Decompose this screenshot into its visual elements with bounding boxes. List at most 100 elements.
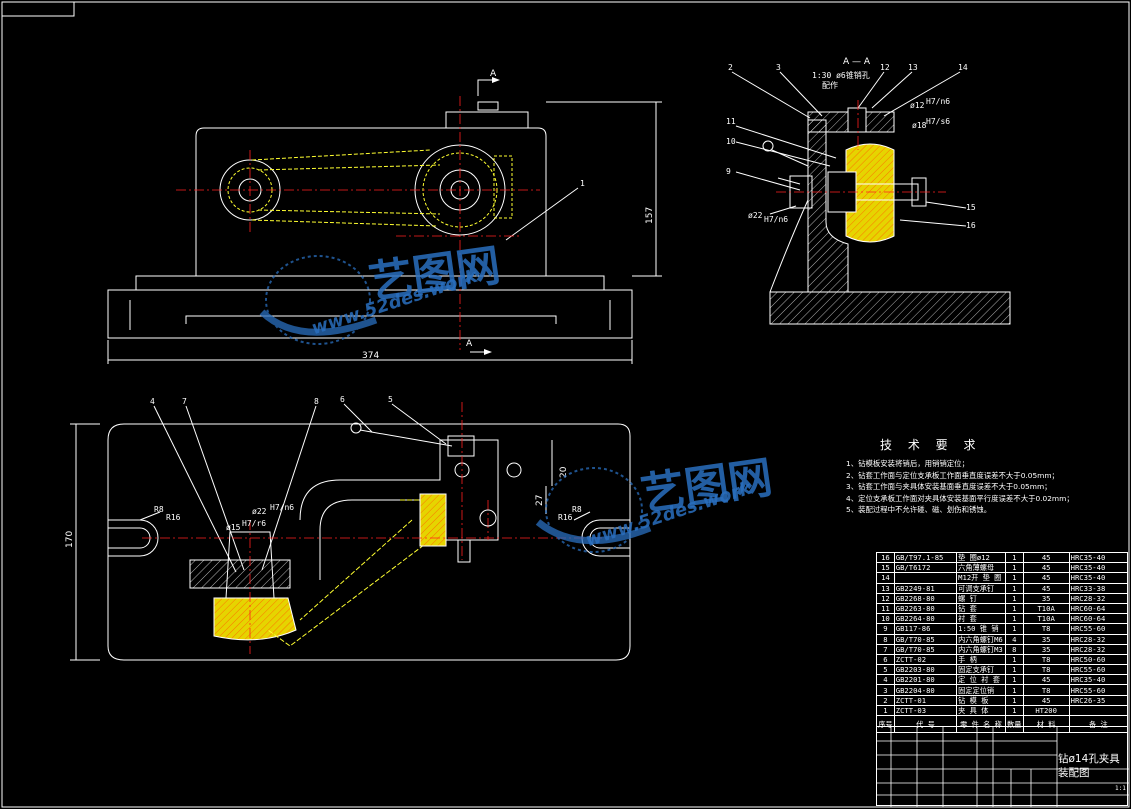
bom-cell-name: 钻 模 板	[956, 694, 1006, 706]
bom-cell-mat: T8	[1022, 623, 1070, 635]
sheet-corner-tab	[1, 1, 75, 17]
balloon-9: 9	[726, 167, 731, 176]
bom-cell-mat: 45	[1022, 551, 1070, 564]
bom-cell-code: GB2204-80	[893, 684, 958, 696]
bom-cell-rem: HRC35-40	[1068, 674, 1129, 686]
section-view-centerlines	[776, 100, 946, 193]
bom-cell-rem: HRC26-35	[1068, 694, 1129, 706]
sheet-scale: 1:1	[1115, 785, 1126, 792]
bom-cell-code: GB117-86	[893, 623, 958, 635]
dim-20: 20	[559, 466, 569, 478]
bom-cell-rem: HRC55-60	[1068, 623, 1129, 635]
bom-cell-code: GB2203-80	[893, 664, 958, 676]
section-note-line1: 1:30 ø6锥销孔	[812, 70, 870, 80]
dim-width-front: 374	[362, 351, 379, 361]
bom-cell-qty: 1	[1004, 653, 1024, 666]
bom-cell-name: 固定定位销	[956, 684, 1006, 696]
section-title: A — A	[843, 57, 871, 67]
bom-cell-no: 2	[876, 694, 895, 706]
bom-cell-code: ZCTT-02	[893, 653, 958, 666]
bom-cell-no: 6	[876, 653, 895, 666]
plan-view-hole	[479, 509, 497, 527]
bom-cell-code: ZCTT-01	[893, 694, 958, 706]
bom-cell-code: GB/T97.1-85	[893, 551, 958, 564]
bom-cell-name: 1:50 锥 销	[956, 623, 1006, 635]
dim-phi12-fit: H7/n6	[926, 97, 950, 106]
bom-cell-qty: 1	[1004, 623, 1024, 635]
bom-cell-rem: HRC60-64	[1068, 602, 1129, 615]
bom-cell-name: M12开 垫 圈	[956, 572, 1006, 584]
front-view	[107, 79, 662, 364]
balloon-1: 1	[580, 179, 585, 188]
tech-requirement-item: 2、钻套工作面与定位支承板工作面垂直度误差不大于0.05mm；	[846, 470, 1059, 480]
bom-cell-qty: 1	[1004, 582, 1024, 594]
bom-cell-name: 钻 套	[956, 602, 1006, 615]
bom-cell-rem: HRC35-40	[1068, 551, 1129, 564]
bom-cell-qty: 1	[1004, 572, 1024, 584]
bom-cell-mat: 35	[1022, 643, 1070, 655]
dim-height-plan: 170	[65, 531, 75, 548]
bom-cell-no: 11	[876, 602, 895, 615]
dim-phi18-fit: H7/s6	[926, 117, 950, 126]
dim-phi22-section-fit: H7/n6	[764, 215, 788, 224]
bom-cell-mat: 45	[1022, 572, 1070, 584]
bom-cell-mat: T8	[1022, 664, 1070, 676]
bom-cell-no: 13	[876, 582, 895, 594]
bom-cell-mat: T8	[1022, 653, 1070, 666]
arrow-a-bottom	[484, 349, 492, 355]
bom-header-rem: 备 注	[1068, 715, 1129, 733]
bom-cell-qty: 1	[1004, 562, 1024, 574]
bom-cell-no: 14	[876, 572, 895, 584]
watermark-logo-right	[535, 467, 652, 553]
balloon-5: 5	[388, 395, 393, 404]
bom-cell-rem: HRC28-32	[1068, 643, 1129, 655]
bom-cell-name: 手 柄	[956, 653, 1006, 666]
bom-cell-no: 8	[876, 633, 895, 645]
bom-cell-rem: HRC60-64	[1068, 613, 1129, 625]
bom-cell-no: 7	[876, 643, 895, 655]
bom-cell-no: 4	[876, 674, 895, 686]
bom-cell-rem: HRC50-60	[1068, 653, 1129, 666]
balloon-8: 8	[314, 397, 319, 406]
bom-cell-mat: HT200	[1022, 704, 1070, 717]
bom-header-mat: 材 料	[1022, 715, 1070, 733]
bom-cell-no: 16	[876, 551, 895, 564]
dim-r8-left: R8	[154, 505, 164, 514]
bom-cell-mat: 35	[1022, 633, 1070, 645]
bom-header-row: 序号代 号零 件 名 称数量材 料备 注	[876, 715, 1129, 733]
bom-cell-name: 内六角螺钉M3	[956, 643, 1006, 655]
balloon-16: 16	[966, 221, 976, 230]
tech-requirements-list: 1、钻模板安装将销后，用销销定位； 2、钻套工作面与定位支承板工作面垂直度误差不…	[846, 458, 1074, 516]
bom-header-name: 零 件 名 称	[956, 715, 1006, 733]
bom-cell-rem	[1068, 704, 1129, 717]
bom-cell-code: GB/T70-85	[893, 643, 958, 655]
bom-header-qty: 数量	[1004, 715, 1024, 733]
bom-cell-qty: 1	[1004, 664, 1024, 676]
bom-cell-mat: 45	[1022, 674, 1070, 686]
tech-requirements-title: 技 术 要 求	[880, 438, 982, 452]
bom-cell-no: 3	[876, 684, 895, 696]
plan-view-centerlines	[142, 402, 610, 654]
bom-cell-no: 15	[876, 562, 895, 574]
dim-phi15: ø15	[226, 523, 241, 532]
balloon-15: 15	[966, 203, 976, 212]
bom-cell-rem: HRC28-32	[1068, 633, 1129, 645]
arrow-a-top	[492, 77, 500, 83]
bom-cell-no: 5	[876, 664, 895, 676]
bom-cell-qty: 1	[1004, 684, 1024, 696]
bom-cell-code	[893, 572, 958, 584]
bom-cell-no: 9	[876, 623, 895, 635]
